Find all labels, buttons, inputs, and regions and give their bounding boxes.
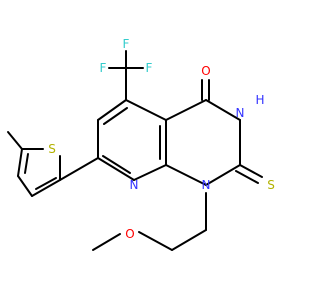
bond-c4a-c4 (165, 99, 207, 121)
atom-h-on-n3: H (255, 93, 264, 107)
atom-s-thiophene: S (48, 142, 56, 156)
bond-c2-s-b (235, 170, 259, 184)
bond-ch2-o (138, 231, 173, 251)
bond-o-ch3 (92, 233, 121, 251)
molecule-diagram: F F F O N H S N N O S (7, 37, 275, 251)
bond-c7-thiophene (59, 157, 99, 181)
bond-n8-c7-inner (102, 155, 131, 174)
bond-c4-n3 (205, 99, 241, 121)
bond-th-c3-c2-inner (35, 177, 57, 190)
bond-c5-c4a (125, 99, 167, 121)
bond-th-c5-c4 (17, 148, 23, 177)
atom-n8: N (130, 178, 139, 192)
bond-th-c5-c4-inner (24, 153, 29, 174)
bond-c6-c5-inner (103, 107, 128, 125)
bond-c2-s-a (239, 164, 263, 178)
atom-f-left: F (100, 61, 107, 75)
atom-o-carbonyl: O (201, 64, 210, 78)
atom-o-ether: O (125, 227, 134, 241)
bond-ch2-ch2 (171, 229, 207, 251)
atom-labels: F F F O N H S N N O S (48, 37, 275, 241)
bond-th-methyl (7, 131, 23, 150)
atom-f-top: F (123, 37, 130, 51)
bonds (7, 50, 263, 251)
bond-th-c4-c3 (17, 175, 33, 197)
bond-c6-c5 (97, 99, 127, 121)
bond-c2-n1 (205, 164, 241, 186)
atom-n3: N (236, 106, 245, 120)
atom-f-right: F (146, 61, 153, 75)
bond-n8-c7 (97, 157, 135, 181)
bond-n1-c8a (165, 164, 207, 186)
bond-th-c3-c2 (31, 179, 61, 197)
atom-s-thione: S (267, 178, 275, 192)
bond-c8a-n8 (133, 164, 167, 181)
atom-n1: N (202, 178, 211, 192)
